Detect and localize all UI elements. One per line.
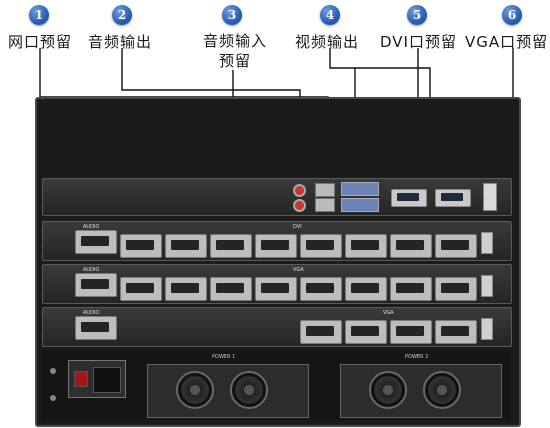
callout-number-5: 5 [407, 5, 427, 25]
callout-number-6: 6 [502, 5, 522, 25]
row3-port-2 [345, 320, 387, 344]
row2-port-3 [210, 277, 252, 301]
row2-port-4 [255, 277, 297, 301]
side-handle [483, 183, 497, 211]
row1-port-1 [120, 234, 162, 258]
ethernet-port-1 [315, 183, 335, 197]
power-section: POWER 1 POWER 2 [42, 350, 510, 420]
callout-number-1: 1 [29, 5, 49, 25]
row1-port-8 [435, 234, 477, 258]
callout-number-2: 2 [112, 5, 132, 25]
callout-number-4: 4 [320, 5, 340, 25]
row1-audio-port [75, 230, 117, 254]
psu-1 [147, 364, 309, 418]
card-row-dvi: AUDIO DVI [42, 221, 512, 261]
row2-port-6 [345, 277, 387, 301]
row2-port-5 [300, 277, 342, 301]
ethernet-port-2 [315, 198, 335, 212]
psu2-fan-1-icon [369, 371, 407, 409]
callout-label-3-line2: 预留 [218, 52, 251, 70]
row3-handle [481, 318, 493, 340]
row3-port-1 [300, 320, 342, 344]
psu1-fan-2-icon [230, 371, 268, 409]
ground-screw-icon [50, 368, 56, 374]
audio-out-jack [293, 184, 306, 197]
row2-audio-tag: AUDIO [83, 267, 100, 273]
row1-port-7 [390, 234, 432, 258]
row2-port-1 [120, 277, 162, 301]
psu1-label: POWER 1 [212, 354, 236, 360]
vga-reserved-port-1 [391, 189, 427, 207]
callout-label-6: VGA口预留 [465, 33, 549, 51]
ground-screw-icon [50, 395, 56, 401]
row3-title: VGA [383, 310, 394, 316]
row2-port-2 [165, 277, 207, 301]
row1-port-6 [345, 234, 387, 258]
row2-audio-port [75, 273, 117, 297]
row1-port-3 [210, 234, 252, 258]
callout-label-3-line1: 音频输入 [202, 32, 267, 50]
card-row-vga-1: AUDIO VGA [42, 264, 512, 304]
psu1-fan-1-icon [176, 371, 214, 409]
callout-label-3: 音频输入 预留 [190, 31, 280, 71]
row1-port-5 [300, 234, 342, 258]
row1-port-2 [165, 234, 207, 258]
power-socket [93, 367, 121, 393]
callout-label-5: DVI口预留 [380, 33, 457, 51]
power-switch [74, 371, 88, 387]
audio-in-jack [293, 199, 306, 212]
row3-audio-port [75, 316, 117, 340]
row1-title: DVI [293, 224, 302, 230]
ac-inlet [68, 360, 126, 398]
callout-label-4: 视频输出 [295, 33, 360, 51]
video-output-port-2 [341, 198, 379, 212]
video-output-port-1 [341, 182, 379, 196]
psu2-label: POWER 2 [405, 354, 429, 360]
card-row-vga-2: AUDIO VGA [42, 307, 512, 347]
row2-title: VGA [293, 267, 304, 273]
row3-audio-tag: AUDIO [83, 310, 100, 316]
row1-port-4 [255, 234, 297, 258]
row1-audio-tag: AUDIO [83, 224, 100, 230]
psu2-fan-2-icon [423, 371, 461, 409]
io-panel [42, 178, 512, 216]
callout-label-1: 网口预留 [8, 33, 73, 51]
row3-port-4 [435, 320, 477, 344]
row3-port-3 [390, 320, 432, 344]
callout-number-3: 3 [222, 5, 242, 25]
row2-port-7 [390, 277, 432, 301]
vga-reserved-port-2 [435, 189, 471, 207]
row2-handle [481, 275, 493, 297]
row2-port-8 [435, 277, 477, 301]
psu-2 [340, 364, 502, 418]
row1-handle [481, 232, 493, 254]
callout-label-2: 音频输出 [88, 33, 153, 51]
